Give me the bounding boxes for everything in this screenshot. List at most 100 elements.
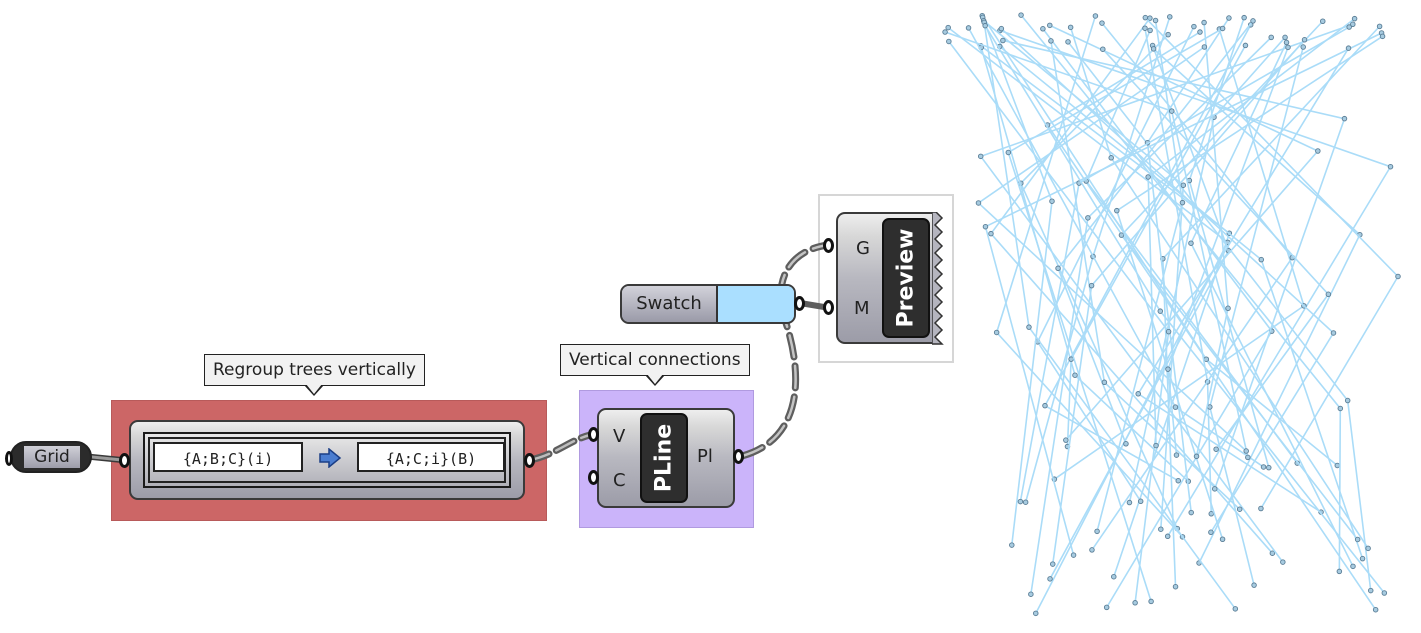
- preview-point: [1387, 163, 1394, 170]
- preview-point: [1243, 448, 1249, 454]
- preview-polyline: [977, 21, 1356, 565]
- preview-polyline: [1145, 15, 1358, 449]
- preview-polyline: [1100, 46, 1332, 452]
- preview-point: [1359, 555, 1366, 562]
- preview-input-m[interactable]: M: [854, 298, 870, 319]
- preview-point: [998, 25, 1005, 32]
- preview-point: [1201, 19, 1207, 26]
- grid-param-label: Grid: [24, 446, 80, 468]
- preview-point: [1354, 536, 1361, 543]
- mapper-output-grip[interactable]: [524, 453, 535, 468]
- preview-point: [1065, 39, 1071, 45]
- preview-point: [1266, 464, 1272, 471]
- preview-polyline: [980, 17, 1187, 532]
- pline-v-grip[interactable]: [588, 427, 599, 442]
- preview-point: [1167, 14, 1173, 20]
- preview-point: [975, 200, 982, 206]
- wire-pline-to-preview: [738, 241, 832, 460]
- preview-point: [1341, 115, 1348, 122]
- source-pattern[interactable]: {A;B;C}(i): [153, 442, 303, 472]
- preview-point: [1088, 282, 1095, 289]
- preview-point: [1188, 509, 1194, 516]
- preview-point: [1351, 15, 1358, 22]
- path-mapper-component[interactable]: {A;B;C}(i) {A;C;i}(B): [129, 420, 525, 500]
- preview-point: [1099, 20, 1105, 26]
- preview-point: [1101, 379, 1108, 386]
- preview-polyline: [1067, 24, 1371, 552]
- preview-polyline: [982, 22, 1388, 596]
- preview-point: [1132, 600, 1138, 606]
- preview-point: [1325, 291, 1332, 298]
- preview-component[interactable]: G M Preview: [836, 212, 936, 344]
- preview-point: [1067, 24, 1074, 31]
- preview-point: [1072, 372, 1078, 378]
- preview-point: [1236, 506, 1243, 512]
- swatch-component[interactable]: Swatch: [620, 284, 796, 324]
- pline-component[interactable]: V C PLine Pl: [597, 408, 735, 508]
- preview-point: [982, 22, 988, 29]
- preview-polyline: [1044, 29, 1379, 613]
- preview-polyline: [1165, 44, 1291, 458]
- preview-point: [1033, 610, 1039, 617]
- grid-param[interactable]: Grid: [10, 441, 92, 473]
- preview-point: [1350, 21, 1356, 28]
- preview-polyline: [1034, 23, 1197, 505]
- preview-polyline: [1047, 22, 1321, 443]
- pline-pl-grip[interactable]: [733, 449, 744, 464]
- preview-point: [1188, 240, 1194, 246]
- pline-input-c[interactable]: C: [613, 470, 626, 491]
- preview-point: [1103, 604, 1110, 611]
- preview-input-g[interactable]: G: [856, 238, 870, 259]
- preview-point: [988, 230, 994, 237]
- preview-polyline: [1000, 37, 1348, 492]
- preview-m-grip[interactable]: [823, 300, 834, 315]
- preview-point: [1152, 17, 1159, 24]
- preview-point: [1381, 590, 1388, 596]
- swatch-color[interactable]: [718, 286, 794, 322]
- preview-point: [1258, 256, 1265, 263]
- preview-point: [1089, 547, 1095, 553]
- preview-point: [1207, 404, 1213, 410]
- preview-point: [1301, 37, 1308, 43]
- preview-point: [1330, 330, 1337, 336]
- preview-point: [1376, 23, 1383, 30]
- preview-point: [1372, 606, 1379, 613]
- preview-point: [1009, 542, 1015, 548]
- preview-point: [1092, 13, 1099, 19]
- preview-polyline: [1094, 17, 1186, 535]
- preview-point: [1165, 328, 1172, 335]
- preview-point: [1346, 24, 1352, 30]
- swatch-output-grip[interactable]: [794, 296, 805, 311]
- preview-point: [1018, 12, 1024, 18]
- preview-point: [1055, 265, 1061, 272]
- preview-point: [1111, 573, 1117, 580]
- swatch-label: Swatch: [622, 286, 718, 322]
- pline-input-v[interactable]: V: [613, 426, 626, 447]
- preview-polyline: [1065, 39, 1374, 594]
- preview-point: [1201, 44, 1208, 50]
- preview-polyline: [1193, 19, 1231, 460]
- preview-polyline: [1207, 44, 1306, 588]
- preview-g-grip[interactable]: [823, 238, 834, 253]
- grid-input-grip[interactable]: [5, 451, 13, 466]
- vertical-connections-group-label: Vertical connections: [560, 344, 750, 386]
- pline-c-grip[interactable]: [588, 470, 599, 485]
- preview-point: [1172, 583, 1179, 590]
- preview-polyline: [1018, 12, 1344, 575]
- mapper-input-grip[interactable]: [119, 453, 130, 468]
- preview-point: [1336, 568, 1343, 575]
- preview-point: [1118, 232, 1125, 238]
- preview-polyline: [1118, 18, 1361, 543]
- target-pattern[interactable]: {A;C;i}(B): [357, 442, 505, 472]
- preview-polyline: [1055, 18, 1256, 447]
- preview-zigzag-edge: [932, 212, 944, 345]
- preview-point: [1148, 598, 1154, 605]
- preview-point: [1367, 587, 1374, 594]
- preview-point: [982, 223, 989, 230]
- preview-point: [1344, 397, 1351, 404]
- preview-polyline: [942, 29, 1251, 461]
- preview-point: [1028, 591, 1034, 597]
- arrow-right-icon: [319, 448, 342, 468]
- preview-point: [1191, 23, 1197, 30]
- pline-output-pl[interactable]: Pl: [697, 446, 713, 467]
